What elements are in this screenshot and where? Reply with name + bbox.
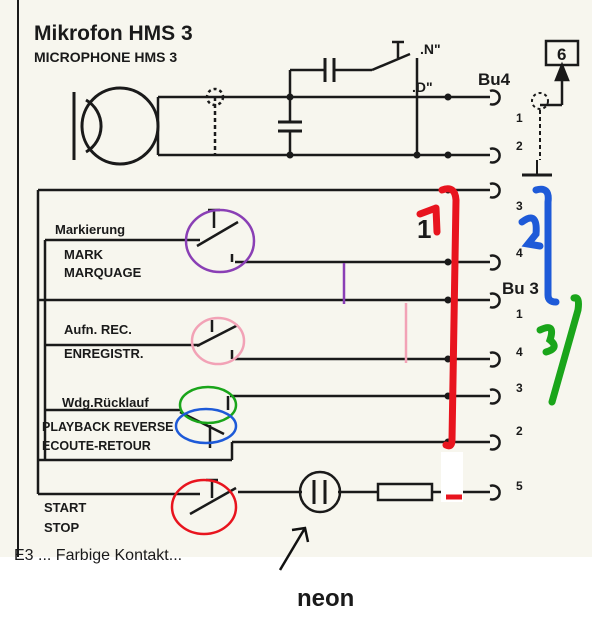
label-start: START (44, 500, 86, 515)
label-stop: STOP (44, 520, 79, 535)
terminal-sockets (460, 89, 501, 501)
switch-label-n: .N" (420, 41, 441, 57)
label-ecoute-retour: ECOUTE-RETOUR (42, 439, 151, 453)
green-circle (178, 385, 238, 425)
microphone-leads (156, 87, 460, 157)
bu4-pin-1: 1 (516, 111, 523, 125)
neon-lamp-icon (298, 470, 342, 514)
capacitor-upper (288, 58, 372, 97)
control-wiring (36, 188, 460, 496)
capacitor-lower (278, 97, 302, 155)
bu4-pin-3: 3 (516, 199, 523, 213)
purple-circle (184, 208, 256, 274)
arrow-to-6 (540, 61, 570, 107)
bu3-pin-4: 4 (516, 345, 523, 359)
bu3-pin-1: 1 (516, 307, 523, 321)
red-annotation-lower-white (441, 452, 463, 502)
arrow-icon (278, 526, 310, 571)
title-english: MICROPHONE HMS 3 (34, 49, 177, 65)
blue-circle (174, 407, 238, 445)
junction-dots (286, 93, 452, 446)
green-annotation (536, 294, 582, 406)
label-enregistr: ENREGISTR. (64, 346, 143, 361)
red-annotation (416, 185, 460, 450)
blue-annotation (518, 185, 560, 306)
bu4-shield (522, 92, 552, 177)
label-mark: MARK (64, 247, 104, 262)
pink-circle (190, 316, 246, 366)
resistor (376, 482, 434, 502)
bu4-pin-4: 4 (516, 246, 523, 260)
bu4-pin-2: 2 (516, 139, 523, 153)
connector-box-6-label: 6 (557, 45, 566, 64)
label-wdg-ruecklauf: Wdg.Rücklauf (62, 395, 149, 410)
label-aufn-rec: Aufn. REC. (64, 322, 132, 337)
label-markierung: Markierung (55, 222, 125, 237)
neon-caption: neon (297, 585, 354, 612)
switch-n-d (371, 40, 419, 155)
bottom-cut-text: E3 ... Farbige Kontakt... (14, 547, 182, 564)
bu3-pin-5: 5 (516, 479, 523, 493)
connector-bu4-label: Bu4 (478, 70, 511, 89)
connector-bu3-label: Bu 3 (502, 279, 539, 298)
bu3-pin-3: 3 (516, 381, 523, 395)
bu3-pin-2: 2 (516, 424, 523, 438)
label-marquage: MARQUAGE (64, 265, 142, 280)
switch-record (196, 320, 239, 359)
red-circle (170, 478, 238, 536)
label-playback-reverse: PLAYBACK REVERSE (42, 420, 174, 434)
title-german: Mikrofon HMS 3 (34, 22, 193, 45)
red-label-1: 1 (417, 214, 431, 244)
switch-label-d: .D" (412, 79, 433, 95)
